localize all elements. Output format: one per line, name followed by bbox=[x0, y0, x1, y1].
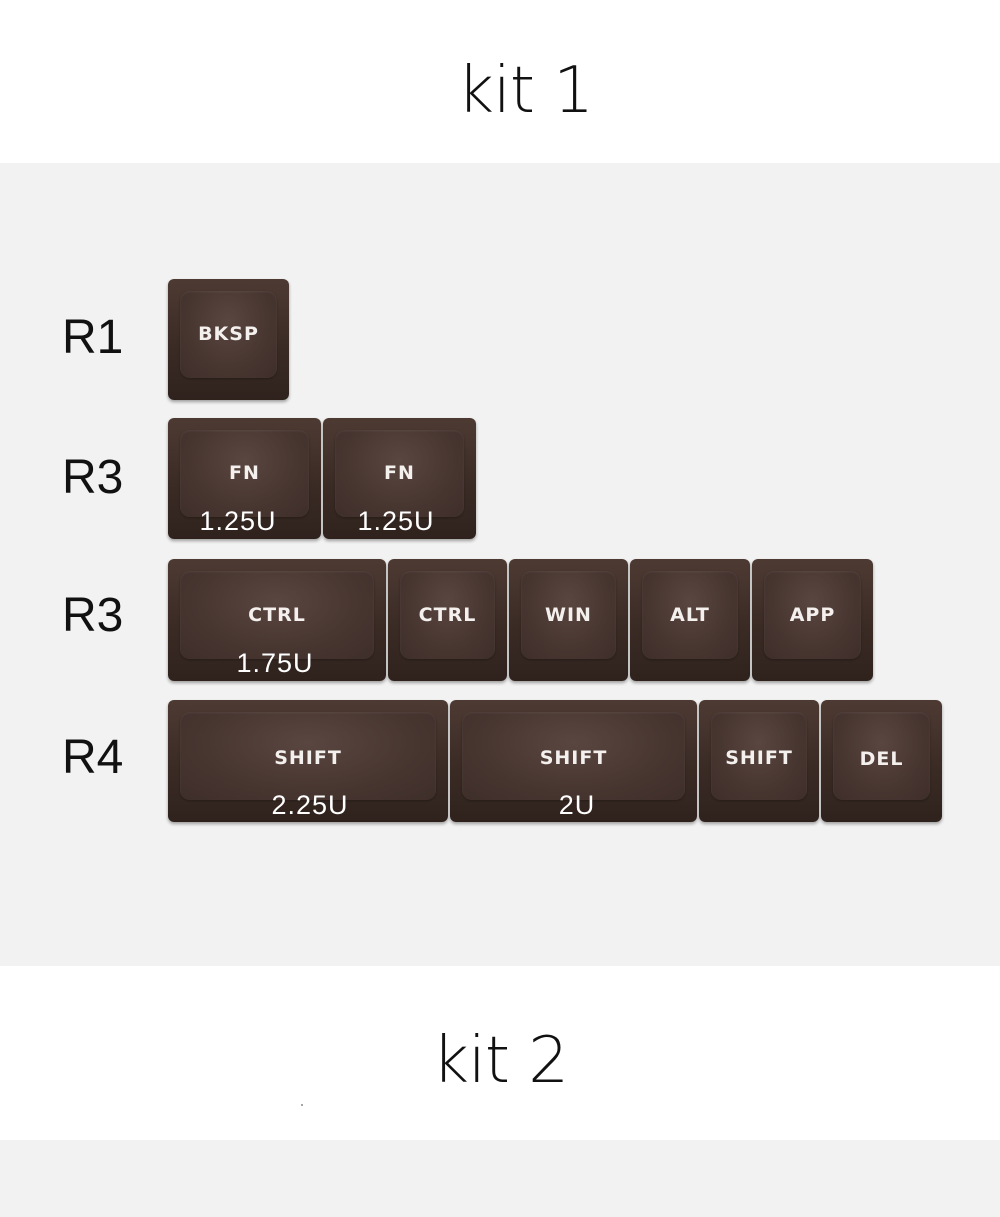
keycap-bksp: BKSP bbox=[168, 279, 289, 400]
size-label: 2.25U bbox=[271, 790, 349, 820]
keycap-legend: FN bbox=[384, 462, 415, 484]
keycap-legend: WIN bbox=[545, 604, 592, 626]
size-label: 1.25U bbox=[199, 506, 277, 536]
keycap-legend: APP bbox=[789, 604, 836, 626]
keycap-shift-225: SHIFT bbox=[168, 700, 448, 822]
keycap-legend: FN bbox=[229, 462, 260, 484]
keycap-ctrl: CTRL bbox=[388, 559, 507, 681]
keycap-legend: SHIFT bbox=[274, 747, 342, 769]
kit2-photo bbox=[0, 1140, 1000, 1217]
keycap-shift-2: SHIFT bbox=[450, 700, 697, 822]
keycap-fn: FN bbox=[323, 418, 476, 539]
keycap-legend: DEL bbox=[859, 748, 904, 770]
keycap-legend: SHIFT bbox=[539, 747, 608, 769]
size-label: 2U bbox=[558, 790, 596, 820]
keycap-ctrl-large: CTRL bbox=[168, 559, 386, 681]
row-label-r4: R4 bbox=[62, 731, 124, 784]
kit2-title: kit 2 bbox=[432, 1024, 569, 1098]
keycap-del: DEL bbox=[821, 700, 942, 822]
keycap-win: WIN bbox=[509, 559, 628, 681]
keycap-legend: CTRL bbox=[248, 604, 306, 626]
keycap-app: APP bbox=[752, 559, 873, 681]
size-label: 1.75U bbox=[236, 648, 314, 678]
keycap-legend: CTRL bbox=[418, 604, 477, 626]
row-label-r3-fn: R3 bbox=[62, 451, 124, 504]
stray-dot bbox=[301, 1104, 303, 1106]
keycap-legend: SHIFT bbox=[725, 747, 793, 769]
keycap-legend: BKSP bbox=[198, 323, 259, 345]
keycap-legend: ALT bbox=[670, 604, 710, 626]
keycap-fn: FN bbox=[168, 418, 321, 539]
kit1-title: kit 1 bbox=[457, 54, 594, 128]
row-label-r1: R1 bbox=[62, 311, 124, 364]
keycap-shift: SHIFT bbox=[699, 700, 819, 822]
row-label-r3-mods: R3 bbox=[62, 589, 124, 642]
keycap-alt: ALT bbox=[630, 559, 750, 681]
size-label: 1.25U bbox=[357, 506, 435, 536]
